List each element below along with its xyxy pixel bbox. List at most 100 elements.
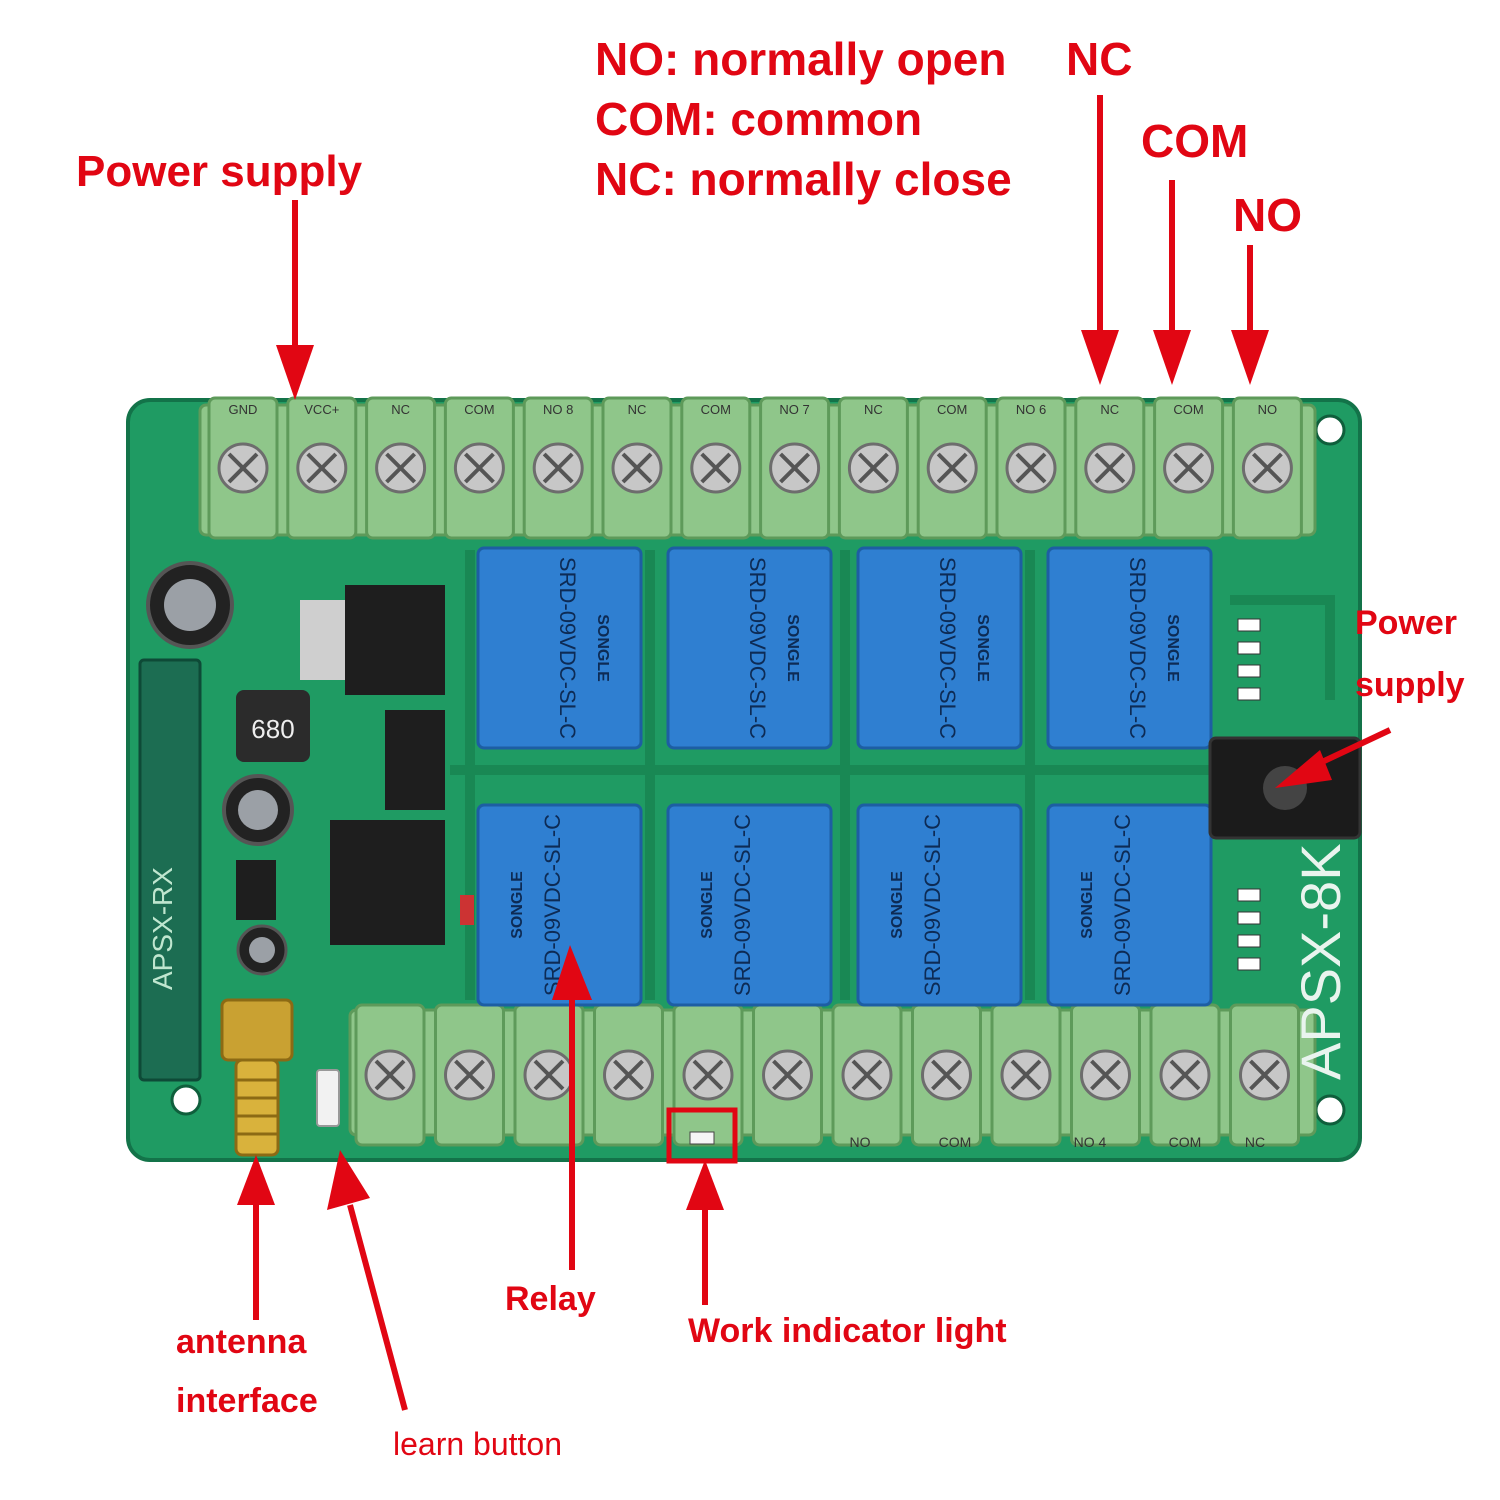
work-indicator-highlight: [666, 1107, 738, 1164]
terminal-top-label: COM: [937, 402, 967, 417]
arrowhead-relay: [552, 945, 592, 1000]
sma-barrel: [234, 1058, 280, 1157]
annotation-arrows: [237, 95, 1392, 1411]
relay-part-number: SRD-09VDC-SL-C: [935, 557, 960, 739]
callout-no: NO: [1233, 189, 1302, 241]
sma-base: [220, 998, 294, 1062]
screw-slot: [385, 452, 417, 484]
relay-part-number: SRD-09VDC-SL-C: [1110, 814, 1135, 996]
screw-slot: [374, 1059, 406, 1091]
terminal-bottom-label: NO 4: [1074, 1134, 1107, 1150]
screw-slot: [1169, 1059, 1201, 1091]
arrowhead-work: [686, 1160, 724, 1210]
arrowhead-no: [1231, 330, 1269, 385]
diode: [460, 895, 474, 925]
screw-slot: [533, 1059, 565, 1091]
screw-slot: [1249, 1059, 1280, 1091]
relay-part-number: SRD-09VDC-SL-C: [730, 814, 755, 996]
screw-slot: [621, 452, 653, 484]
relay-body: [1046, 803, 1213, 1007]
terminal-top-label: COM: [701, 402, 731, 417]
arrowhead-power-top: [276, 345, 314, 400]
relay-body: [856, 546, 1023, 750]
screw-slot: [772, 1059, 803, 1091]
legend-nc: NC: normally close: [595, 153, 1012, 205]
relay-brand: SONGLE: [1164, 614, 1181, 682]
arrow-learn: [347, 1204, 408, 1411]
relay-brand: SONGLE: [594, 614, 611, 682]
callout-relay: Relay: [505, 1280, 596, 1318]
relay-brand: SONGLE: [974, 614, 991, 682]
model-label: APSX-8K: [1289, 843, 1352, 1080]
legend-com: COM: common: [595, 93, 923, 145]
terminal-top-label: NC: [628, 402, 647, 417]
relay: SRD-09VDC-SL-C SONGLE: [666, 803, 833, 1007]
relay-part-number: SRD-09VDC-SL-C: [920, 814, 945, 996]
callout-antenna-2: interface: [176, 1382, 318, 1420]
ic-chip-1: [385, 710, 445, 810]
callout-com: COM: [1141, 115, 1249, 167]
transistor: [236, 860, 276, 920]
screw-slot: [857, 452, 889, 484]
callout-power-supply-right-2: supply: [1355, 666, 1465, 704]
terminal-top-label: COM: [1173, 402, 1203, 417]
screw-slot: [542, 452, 574, 484]
screw-slot: [306, 452, 338, 484]
relay-brand: SONGLE: [889, 871, 906, 939]
terminal-top-label: NC: [1100, 402, 1119, 417]
capacitor-small-top: [249, 937, 275, 963]
screw-slot: [1090, 1059, 1121, 1091]
terminal-bottom-label: NO: [850, 1134, 871, 1150]
terminal-top-label: COM: [464, 402, 494, 417]
screw-slot: [454, 1059, 485, 1091]
inductor-value: 680: [251, 714, 294, 744]
arrowhead-power-right: [1275, 750, 1332, 788]
arrowhead-antenna: [237, 1155, 275, 1205]
smd-resistor: [1237, 957, 1261, 971]
mounting-hole: [1314, 1094, 1346, 1126]
relay-body: [666, 546, 833, 750]
terminal-top-label: NC: [864, 402, 883, 417]
screw-slot: [227, 452, 259, 484]
legend-no: NO: normally open: [595, 33, 1007, 85]
capacitor-medium-top: [238, 790, 278, 830]
relay: SRD-09VDC-SL-C SONGLE: [856, 803, 1023, 1007]
mounting-hole: [170, 1084, 202, 1116]
arrowhead-com: [1153, 330, 1191, 385]
callout-learn-button: learn button: [393, 1426, 563, 1462]
relay-body: [476, 546, 643, 750]
terminal-top-label: GND: [229, 402, 258, 417]
callout-power-supply-top: Power supply: [76, 147, 363, 196]
sma-threads: [236, 1078, 278, 1136]
relay-body: [1046, 546, 1213, 750]
mounting-hole: [1314, 414, 1346, 446]
smd-resistor: [1237, 888, 1261, 902]
relay-part-number: SRD-09VDC-SL-C: [540, 814, 565, 996]
terminal-bottom-label: COM: [939, 1134, 972, 1150]
relay-brand: SONGLE: [699, 871, 716, 939]
relay-brand: SONGLE: [509, 871, 526, 939]
screw-slot: [936, 452, 968, 484]
callout-nc: NC: [1066, 33, 1133, 85]
terminal-top-label: NO: [1258, 402, 1278, 417]
relays: SRD-09VDC-SL-C SONGLE SRD-09VDC-SL-C SONGLE…: [476, 546, 1213, 1007]
screw-slot: [1173, 452, 1205, 484]
learn-button-body: [316, 1069, 340, 1127]
screw-slot: [851, 1059, 883, 1091]
regulator-tab: [300, 600, 345, 680]
terminal-bottom-label: COM: [1169, 1134, 1202, 1150]
screw-slot: [700, 452, 732, 484]
callout-power-supply-right-1: Power: [1355, 604, 1458, 642]
relay-body: [476, 803, 643, 1007]
smd-resistor: [1237, 664, 1261, 678]
screw-slot: [463, 452, 495, 484]
pcb-traces: [450, 550, 1335, 1000]
terminal-top-label: NO 8: [543, 402, 573, 417]
relay-part-number: SRD-09VDC-SL-C: [1125, 557, 1150, 739]
